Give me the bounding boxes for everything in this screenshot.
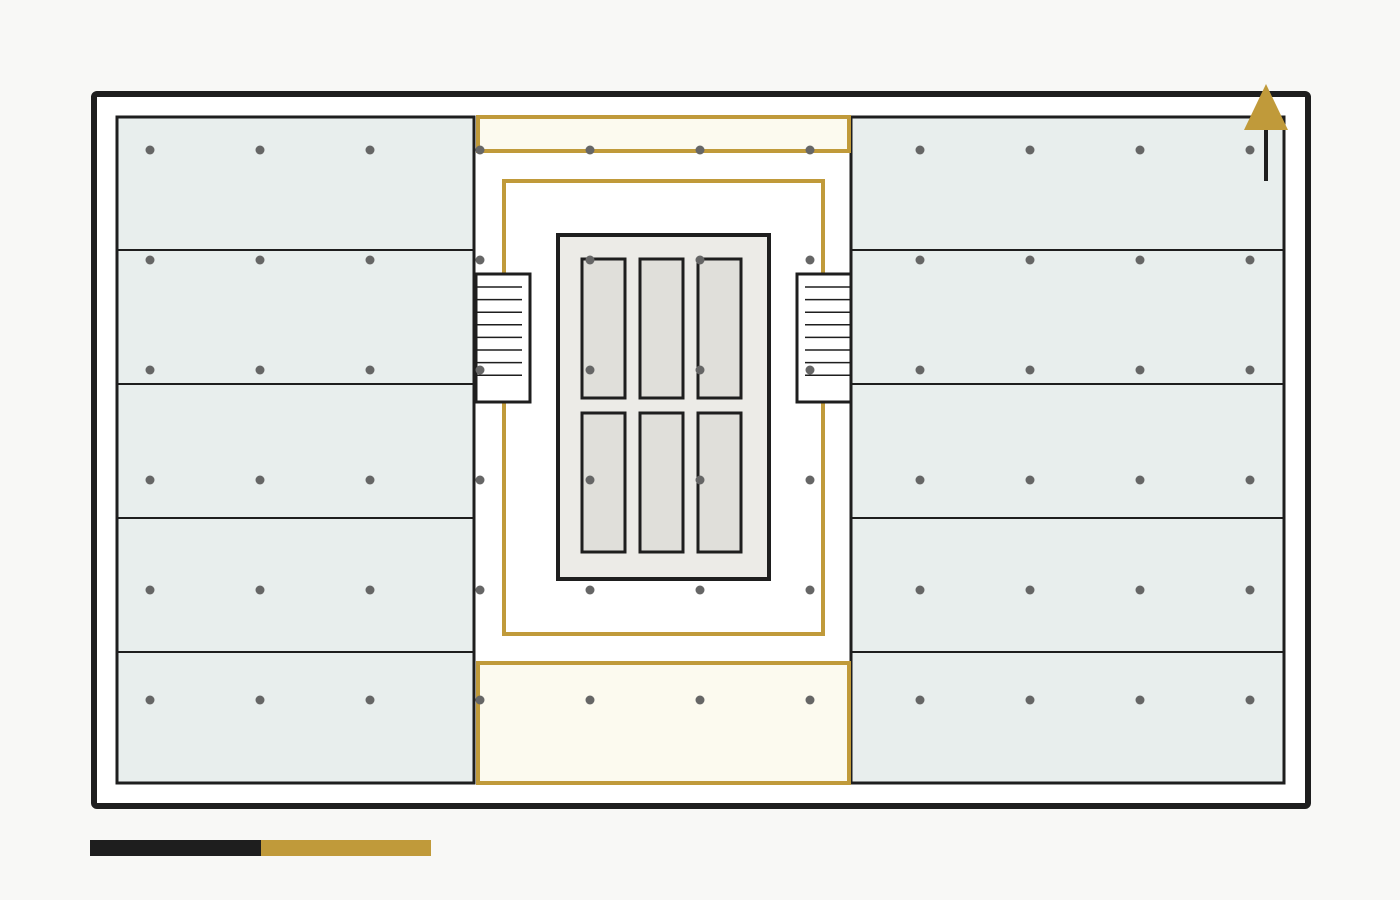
- column-dot: [585, 255, 595, 265]
- column-dot: [805, 255, 815, 265]
- column-dot: [365, 695, 375, 705]
- column-dot: [585, 585, 595, 595]
- column-dot: [475, 365, 485, 375]
- column-dot: [915, 695, 925, 705]
- right-wing-bay: [850, 383, 1285, 519]
- column-dot: [1245, 255, 1255, 265]
- column-dot: [585, 365, 595, 375]
- column-dot: [1245, 585, 1255, 595]
- column-dot: [475, 585, 485, 595]
- north-arrow-icon: [1244, 84, 1288, 181]
- column-dot: [255, 475, 265, 485]
- column-dot: [255, 145, 265, 155]
- column-dot: [695, 695, 705, 705]
- column-dot: [365, 585, 375, 595]
- column-dot: [475, 255, 485, 265]
- column-dot: [145, 255, 155, 265]
- column-dot: [695, 255, 705, 265]
- column-dot: [145, 695, 155, 705]
- column-dot: [1135, 255, 1145, 265]
- column-dot: [915, 475, 925, 485]
- column-dot: [915, 255, 925, 265]
- column-grid: [145, 145, 1255, 705]
- elevator-shaft: [580, 257, 627, 400]
- column-dot: [585, 145, 595, 155]
- elevator-shaft: [638, 257, 685, 400]
- column-dot: [1025, 145, 1035, 155]
- column-dot: [365, 255, 375, 265]
- right-stair-treads: [805, 286, 851, 376]
- column-dot: [1135, 365, 1145, 375]
- column-dot: [365, 365, 375, 375]
- column-dot: [695, 365, 705, 375]
- column-dot: [255, 585, 265, 595]
- elevator-shaft: [638, 411, 685, 554]
- column-dot: [915, 365, 925, 375]
- elevator-shaft: [696, 257, 743, 400]
- right-wing-outline: [849, 115, 1286, 785]
- right-wing-bay: [850, 651, 1285, 784]
- column-dot: [805, 145, 815, 155]
- bottom-lobby: [476, 661, 851, 785]
- column-dot: [585, 475, 595, 485]
- column-dot: [365, 145, 375, 155]
- column-dot: [1245, 475, 1255, 485]
- elevator-shaft: [696, 411, 743, 554]
- left-wing: [115, 115, 476, 785]
- left-wing-bay: [116, 249, 475, 385]
- left-wing-bay: [116, 517, 475, 653]
- column-dot: [805, 475, 815, 485]
- column-dot: [805, 695, 815, 705]
- column-dot: [585, 695, 595, 705]
- column-dot: [1135, 695, 1145, 705]
- column-dot: [1025, 255, 1035, 265]
- right-wing-bay: [850, 116, 1285, 251]
- column-dot: [805, 585, 815, 595]
- column-dot: [145, 365, 155, 375]
- column-dot: [1245, 145, 1255, 155]
- core-zone-outline: [502, 179, 825, 636]
- left-wing-bay: [116, 651, 475, 784]
- column-dot: [145, 145, 155, 155]
- scale-bar: [90, 840, 431, 856]
- column-dot: [695, 145, 705, 155]
- column-dot: [1135, 475, 1145, 485]
- column-dot: [695, 475, 705, 485]
- column-dot: [1025, 365, 1035, 375]
- column-dot: [475, 145, 485, 155]
- scale-bar-segment-dark: [90, 840, 261, 856]
- left-wing-bay: [116, 116, 475, 251]
- column-dot: [1025, 585, 1035, 595]
- column-dot: [1025, 475, 1035, 485]
- right-stair: [795, 272, 853, 404]
- column-dot: [145, 585, 155, 595]
- right-wing: [849, 115, 1286, 785]
- column-dot: [1245, 365, 1255, 375]
- north-arrow-head: [1244, 84, 1288, 130]
- column-dot: [915, 145, 925, 155]
- column-dot: [475, 475, 485, 485]
- left-wing-outline: [115, 115, 476, 785]
- column-dot: [915, 585, 925, 595]
- top-lobby: [476, 115, 851, 153]
- column-dot: [475, 695, 485, 705]
- column-dot: [805, 365, 815, 375]
- right-wing-bay: [850, 517, 1285, 653]
- column-dot: [255, 255, 265, 265]
- scale-bar-segment-accent: [261, 840, 431, 856]
- column-dot: [365, 475, 375, 485]
- left-wing-bay: [116, 383, 475, 519]
- left-stair: [474, 272, 532, 404]
- column-dot: [1135, 585, 1145, 595]
- column-dot: [1135, 145, 1145, 155]
- column-dot: [255, 365, 265, 375]
- right-wing-bay: [850, 249, 1285, 385]
- column-dot: [695, 585, 705, 595]
- left-stair-treads: [476, 286, 522, 376]
- column-dot: [1245, 695, 1255, 705]
- column-dot: [1025, 695, 1035, 705]
- column-dot: [255, 695, 265, 705]
- column-dot: [145, 475, 155, 485]
